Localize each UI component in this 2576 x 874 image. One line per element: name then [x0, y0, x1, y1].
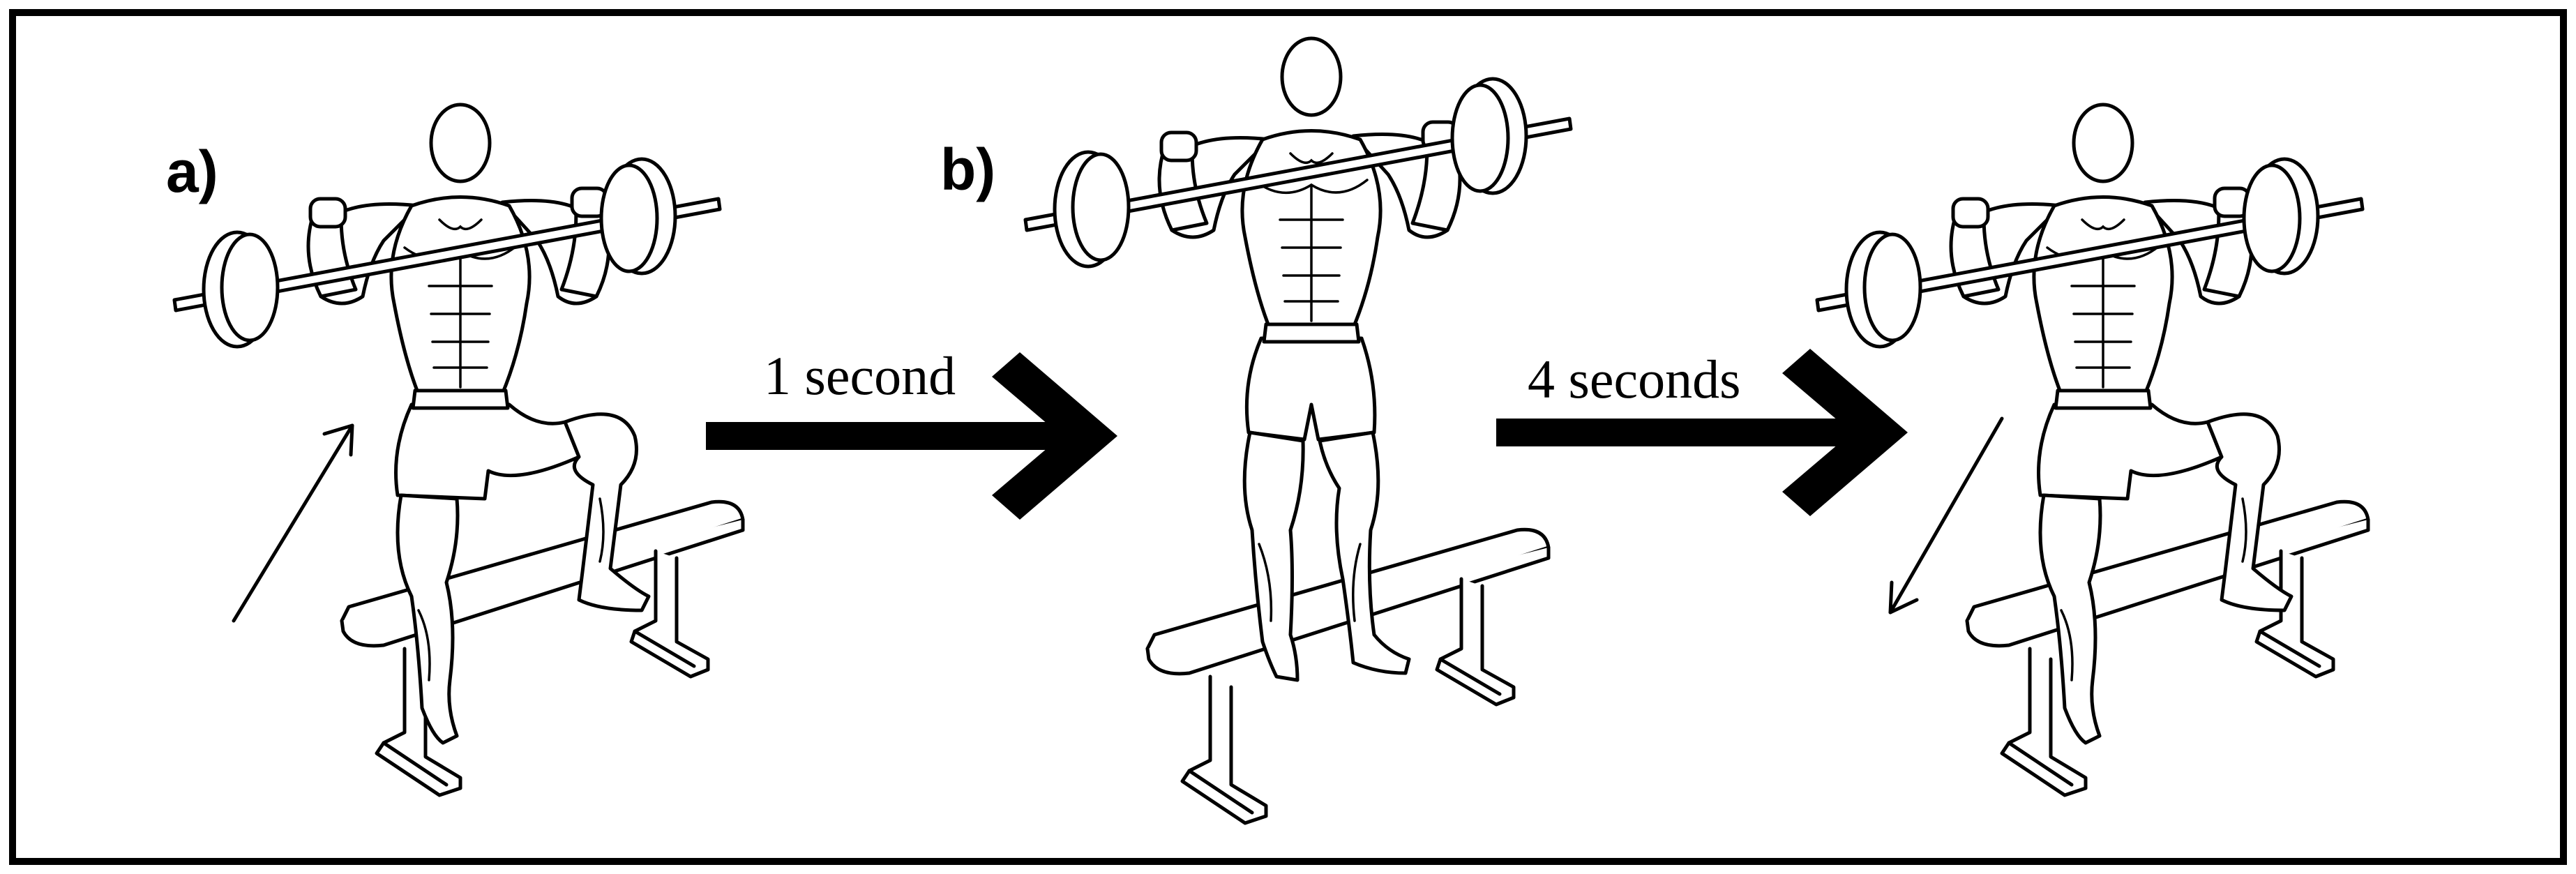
- up-motion-arrow: [232, 423, 354, 623]
- figure-step-down: [1817, 105, 2368, 795]
- down-motion-arrow: [1888, 416, 2004, 615]
- panel-label-b: b): [940, 137, 995, 202]
- figure-step-up-start: [174, 105, 743, 795]
- panel-label-a: a): [166, 139, 218, 204]
- transition-label-1: 1 second: [764, 345, 956, 406]
- transition-label-2: 4 seconds: [1528, 349, 1740, 409]
